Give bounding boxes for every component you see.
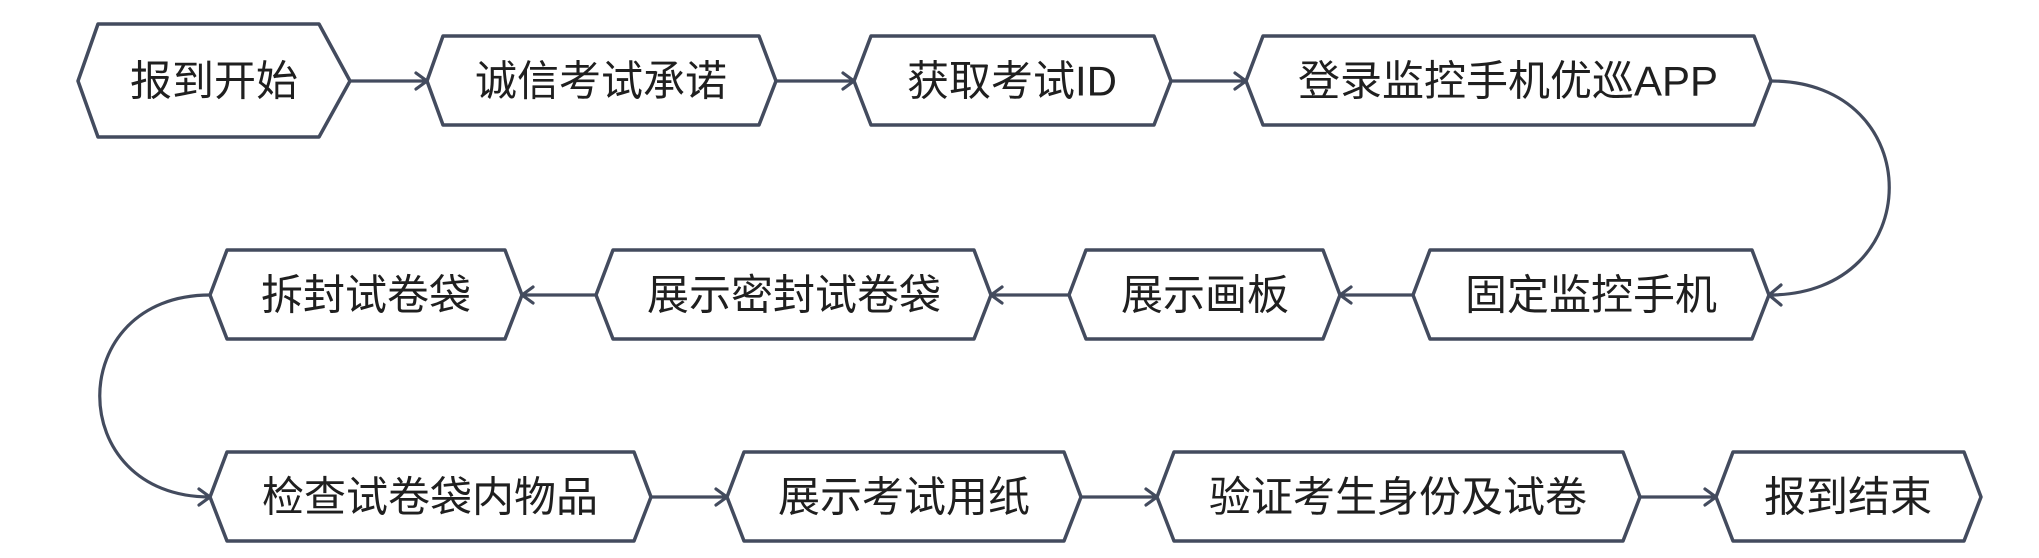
step-label: 固定监控手机 <box>1465 272 1717 319</box>
step-label: 拆封试卷袋 <box>261 272 471 319</box>
step-label: 检查试卷袋内物品 <box>262 474 598 521</box>
step-label: 报到结束 <box>1764 474 1932 521</box>
step-s5: 固定监控手机 <box>1411 248 1771 341</box>
connector-10-11 <box>1079 487 1159 507</box>
connector-9-10 <box>649 487 729 507</box>
connector-11-12 <box>1638 487 1718 507</box>
step-label: 展示画板 <box>1121 272 1289 319</box>
step-label: 验证考生身份及试卷 <box>1209 474 1587 521</box>
step-label: 展示考试用纸 <box>778 474 1030 521</box>
connector-8-9 <box>98 293 212 507</box>
step-s6: 展示画板 <box>1067 248 1342 341</box>
step-label: 展示密封试卷袋 <box>647 272 941 319</box>
connector-2-3 <box>774 71 856 91</box>
step-label: 诚信考试承诺 <box>475 58 727 105</box>
step-label: 报到开始 <box>130 58 298 105</box>
connector-3-4 <box>1169 71 1248 91</box>
step-s9: 检查试卷袋内物品 <box>208 450 653 543</box>
step-s1: 报到开始 <box>76 22 352 139</box>
step-s11: 验证考生身份及试卷 <box>1155 450 1642 543</box>
connector-4-5 <box>1767 79 1891 307</box>
step-s12: 报到结束 <box>1714 450 1983 543</box>
connector-5-6 <box>1338 285 1415 305</box>
step-s2: 诚信考试承诺 <box>425 34 778 127</box>
step-label: 获取考试ID <box>907 58 1117 105</box>
step-s4: 登录监控手机优巡APP <box>1244 34 1773 127</box>
step-label: 登录监控手机优巡APP <box>1298 58 1718 105</box>
connector-7-8 <box>520 285 598 305</box>
connector-6-7 <box>989 285 1071 305</box>
step-s8: 拆封试卷袋 <box>208 248 524 341</box>
step-s7: 展示密封试卷袋 <box>594 248 993 341</box>
step-s10: 展示考试用纸 <box>725 450 1083 543</box>
connector-1-2 <box>348 71 429 91</box>
step-s3: 获取考试ID <box>852 34 1173 127</box>
